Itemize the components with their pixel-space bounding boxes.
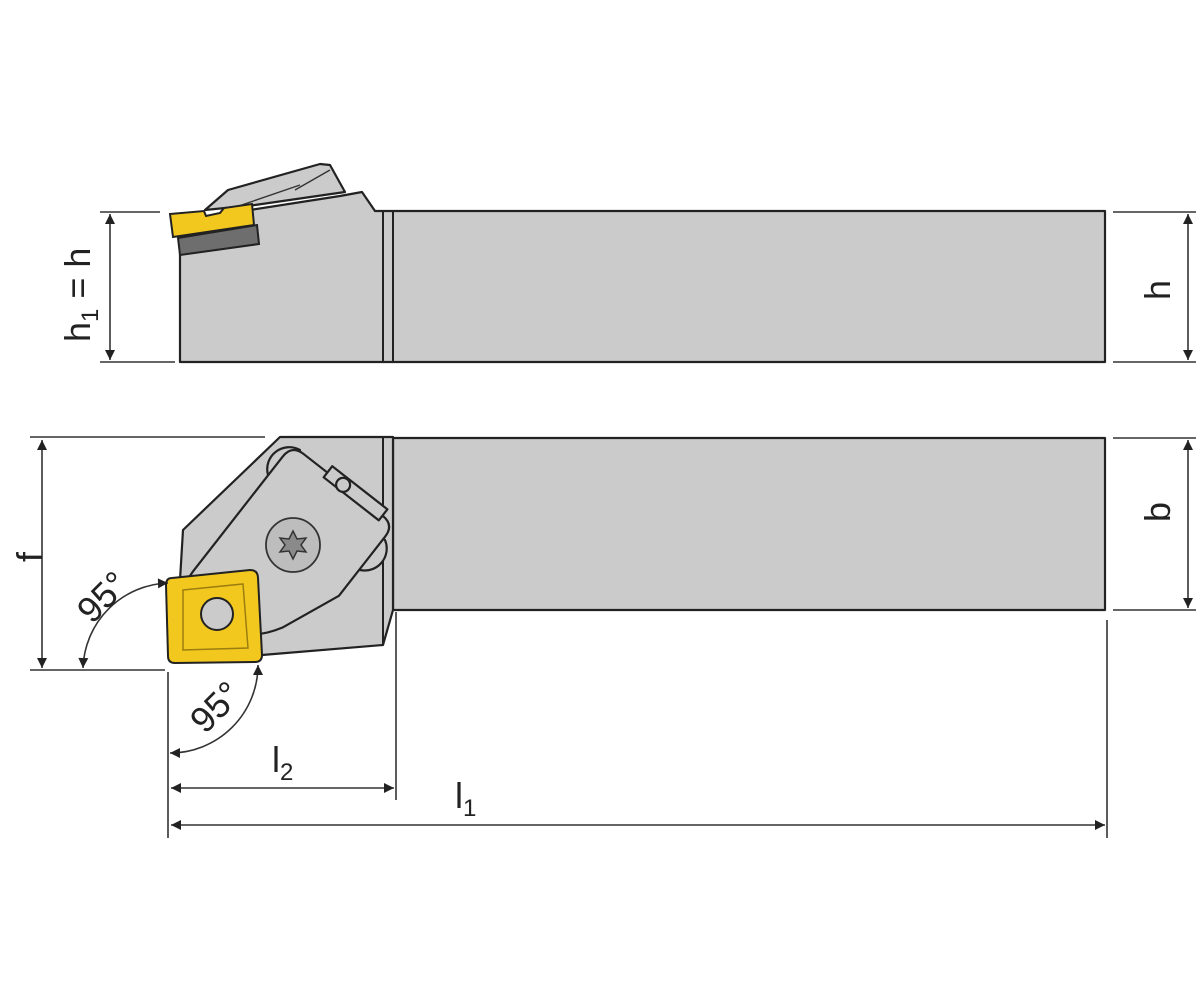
dimension-f: f xyxy=(9,436,265,671)
clamp-top xyxy=(203,162,347,212)
dimension-b: b xyxy=(1113,437,1196,611)
insert-top xyxy=(164,568,264,665)
insert-side xyxy=(168,202,256,239)
dimension-h1: h1 = h xyxy=(57,211,175,363)
label-h: h xyxy=(1137,280,1178,300)
label-f: f xyxy=(9,551,50,562)
side-view: h1 = h h xyxy=(57,162,1196,364)
label-l1: l1 xyxy=(455,775,476,822)
torx-icon xyxy=(278,529,308,561)
label-l2: l2 xyxy=(272,739,293,786)
label-angle-1: 95° xyxy=(69,563,136,630)
top-view: f b 95° 95° l2 l1 xyxy=(9,435,1196,838)
angle-dimension-1: 95° xyxy=(69,563,169,669)
angle-dimension-2: 95° xyxy=(169,664,263,758)
dimension-l1: l1 xyxy=(171,620,1108,838)
shank-top xyxy=(391,436,1107,612)
shank-side xyxy=(178,190,1107,364)
dimension-l2: l2 xyxy=(167,612,397,838)
label-h1-equals-h: h1 = h xyxy=(57,248,104,342)
label-angle-2: 95° xyxy=(182,673,249,740)
label-b: b xyxy=(1137,502,1178,522)
dimension-h: h xyxy=(1113,211,1196,363)
